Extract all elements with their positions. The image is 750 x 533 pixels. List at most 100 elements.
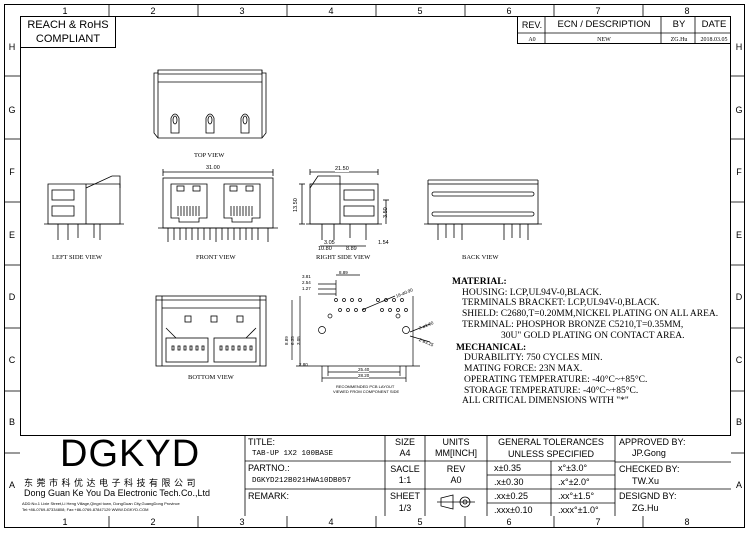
tolerances-title-2: UNLESS SPECIFIED [507, 449, 595, 459]
zone-row-right: H [735, 42, 743, 52]
zone-row-right: G [735, 105, 743, 115]
tolerance-linear: .x±0.30 [494, 477, 524, 487]
zone-col-top: 7 [595, 6, 601, 16]
pcb-p381-dim: 3.81 [302, 274, 311, 279]
zone-row-right: D [735, 292, 743, 302]
mechanical-line: ALL CRITICAL DIMENSIONS WITH "*" [462, 396, 629, 406]
rev-label: REV [446, 464, 466, 474]
material-title: MATERIAL: [452, 277, 507, 287]
zone-col-bottom: 8 [684, 517, 690, 527]
partno-value: DGKYD212B021HWA10DB057 [252, 477, 352, 485]
sheet-label: SHEET [389, 491, 420, 501]
right-width-dim: 21.50 [335, 166, 349, 172]
designed-label: DESIGND BY: [619, 491, 677, 501]
tolerance-angular: x°±3.0° [558, 463, 588, 473]
zone-row-right: A [735, 480, 742, 490]
zone-col-top: 6 [506, 6, 512, 16]
company-name-en: Dong Guan Ke You Da Electronic Tech.Co.,… [24, 488, 210, 498]
front-width-dim: 31.00 [206, 165, 220, 171]
mechanical-line: MATING FORCE: 23N MAX. [464, 364, 583, 374]
right-d305-dim: 3.05 [324, 240, 335, 246]
company-contact: Tel:+86-0769-87334808; Fax:+86-0769-8784… [22, 507, 149, 512]
compliance-box: REACH & RoHS COMPLIANT [20, 16, 116, 48]
company-logo: DGKYD [60, 433, 201, 475]
right-view-label: RIGHT SIDE VIEW [316, 254, 371, 261]
pcb-v889-dim: 8.89 [284, 336, 289, 345]
zone-row-left: A [8, 480, 15, 490]
approved-label: APPROVED BY: [619, 437, 686, 447]
zone-row-left: H [8, 42, 16, 52]
title-value: TAB-UP 1X2 100BASE [252, 450, 334, 458]
mechanical-title: MECHANICAL: [456, 343, 527, 353]
company-address: ADD:No.1 Lixie Street,Li Heng Village,Qi… [22, 501, 180, 506]
company-name-cn: 东 莞 市 科 优 达 电 子 科 技 有 限 公 司 [24, 478, 197, 488]
bottom-view-label: BOTTOM VIEW [188, 374, 234, 381]
pcb-p280-dim: 2.80 [299, 362, 308, 367]
pcb-p2820-dim: 28.20 [358, 373, 370, 378]
compliance-line2: COMPLIANT [35, 33, 101, 45]
tolerance-angular: .x°±2.0° [558, 477, 590, 487]
zone-row-left: F [9, 167, 15, 177]
ecn-value: NEW [597, 37, 611, 43]
zone-row-right: F [736, 167, 742, 177]
zone-row-right: B [735, 417, 742, 427]
zone-col-top: 2 [150, 6, 156, 16]
scale-value: 1:1 [398, 475, 412, 485]
sheet-value: 1/3 [398, 503, 412, 513]
mechanical-line: OPERATING TEMPERATURE: -40°C~+85°C. [464, 375, 648, 385]
right-d1080-dim: 10.80 [318, 246, 332, 252]
pcb-label-1: RECOMMENDED PCB LAYOUT [336, 384, 395, 389]
date-header: DATE [701, 19, 727, 30]
right-d889-dim: 8.89 [346, 246, 357, 252]
size-value: A4 [399, 448, 411, 458]
rev-header: REV. [521, 20, 543, 30]
pcb-p2540-dim: 25.40 [358, 367, 370, 372]
pcb-p889-dim: 8.89 [339, 270, 348, 275]
material-line: TERMINALS BRACKET: LCP,UL94V-0,BLACK. [462, 298, 660, 308]
zone-row-right: C [735, 355, 743, 365]
tolerance-angular: .xxx°±1.0° [558, 505, 599, 515]
pcb-p254-dim: 2.54 [302, 280, 311, 285]
tolerance-linear: .xx±0.25 [494, 491, 528, 501]
zone-col-bottom: 5 [417, 517, 423, 527]
compliance-line1: REACH & RoHS [27, 19, 109, 31]
zone-col-bottom: 3 [239, 517, 245, 527]
zone-col-bottom: 6 [506, 517, 512, 527]
checked-label: CHECKED BY: [619, 464, 680, 474]
revision-table: REV. ECN / DESCRIPTION BY DATE A0 NEW ZG… [517, 16, 731, 44]
revision-grid [517, 16, 731, 44]
zone-col-top: 5 [417, 6, 423, 16]
zone-row-left: G [8, 105, 16, 115]
left-view-label: LEFT SIDE VIEW [52, 254, 102, 261]
pcb-label-2: VIEWED FROM COMPONENT SIDE [333, 389, 400, 394]
units-value: MM[INCH] [435, 448, 477, 458]
material-line: 30U" GOLD PLATING ON CONTACT AREA. [501, 331, 685, 341]
zone-col-top: 1 [62, 6, 68, 16]
top-view-label: TOP VIEW [194, 152, 225, 159]
zone-row-left: E [8, 230, 15, 240]
front-view-label: FRONT VIEW [196, 254, 236, 261]
rev-value: A0 [528, 37, 536, 43]
back-view-label: BACK VIEW [462, 254, 499, 261]
pcb-v305-dim: 3.05 [296, 336, 301, 345]
zone-col-bottom: 7 [595, 517, 601, 527]
checked-value: TW.Xu [632, 476, 660, 486]
tolerance-angular: .xx°±1.5° [558, 491, 595, 501]
by-value: ZG.Hu [670, 37, 688, 43]
zone-row-left: D [8, 292, 16, 302]
units-label: UNITS [442, 437, 470, 447]
tolerances-title-1: GENERAL TOLERANCES [498, 437, 604, 447]
remark-label: REMARK: [248, 491, 290, 501]
size-label: SIZE [394, 437, 415, 447]
by-header: BY [672, 19, 686, 30]
ecn-header: ECN / DESCRIPTION [557, 19, 651, 30]
zone-row-left: C [8, 355, 16, 365]
